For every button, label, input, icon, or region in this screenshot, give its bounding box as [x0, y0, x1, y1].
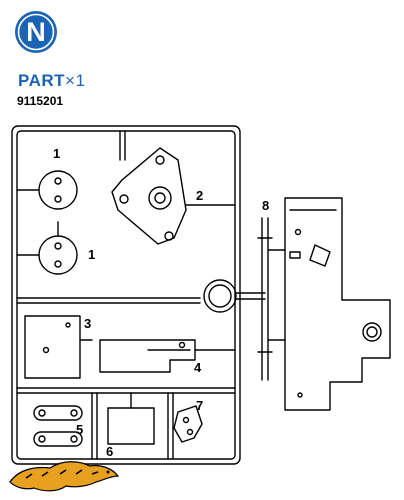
part-word: PART [18, 71, 66, 90]
part-2-shape [111, 147, 236, 245]
part-number-label: 1 [53, 146, 60, 161]
part-number-label: 1 [88, 247, 95, 262]
part-number-label: 5 [76, 422, 83, 437]
part-8-shape [284, 197, 391, 411]
part-number: 9115201 [17, 94, 64, 108]
part-4-shape [99, 339, 236, 373]
part-number-label: 8 [262, 198, 269, 213]
part-number-label: 2 [196, 188, 203, 203]
part-6-shape [107, 392, 155, 445]
part-7-shape [173, 405, 203, 443]
part-number-label: 6 [106, 444, 113, 459]
part-multiplier: ×1 [65, 71, 86, 90]
runner-hub [203, 279, 266, 313]
part-3-shape [24, 315, 93, 379]
left-sprue-frame [11, 125, 241, 465]
part-number-label: 4 [194, 360, 202, 375]
part-number-label: 3 [84, 316, 91, 331]
part-number-label: 7 [196, 398, 203, 413]
part-1-upper-shape [16, 170, 78, 210]
part-quantity-label: PART×1 [18, 71, 85, 91]
tamiya-leaping-tiger-logo [9, 461, 120, 492]
part-1-lower-shape [16, 221, 78, 275]
part-5-shape [33, 405, 83, 447]
sprue-letter-badge: N [15, 11, 57, 53]
sprue-letter: N [26, 17, 46, 47]
right-runner [257, 217, 286, 381]
